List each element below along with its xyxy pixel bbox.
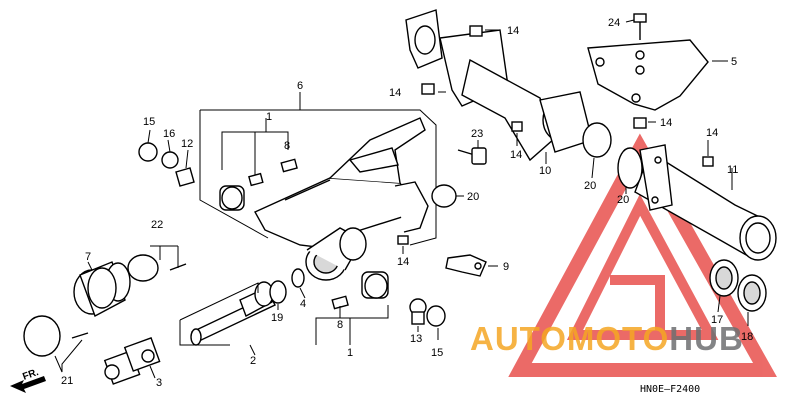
label-part-22: 22	[151, 219, 163, 231]
label-part-19: 19	[271, 312, 283, 324]
label-part-14-arm: 14	[397, 256, 409, 268]
swing-arm-group	[199, 92, 437, 345]
label-part-14-housing: 14	[389, 87, 401, 99]
label-part-17: 17	[711, 314, 723, 326]
diagram-code: HN0E—F2400	[640, 384, 700, 395]
label-part-20-arm: 20	[467, 191, 479, 203]
label-part-11: 11	[727, 164, 738, 176]
label-part-16: 16	[163, 128, 175, 140]
label-part-7: 7	[85, 251, 91, 263]
label-part-4: 4	[300, 298, 306, 310]
label-part-1-lower: 1	[347, 347, 353, 359]
label-part-6: 6	[297, 80, 303, 92]
label-part-23: 23	[471, 128, 483, 140]
label-part-10: 10	[539, 165, 551, 177]
watermark-text: AUTOMOTOHUB	[470, 320, 744, 357]
label-part-21: 21	[61, 375, 73, 387]
label-part-20-right: 20	[617, 194, 629, 206]
watermark-text-hub: HUB	[669, 320, 744, 357]
label-part-18: 18	[741, 331, 753, 343]
label-part-14-bracket: 14	[660, 117, 672, 129]
label-part-9: 9	[503, 261, 509, 273]
bracket-5	[587, 13, 728, 129]
label-part-1-upper: 1	[266, 111, 272, 123]
watermark-text-automoto: AUTOMOTO	[470, 320, 669, 357]
label-part-12: 12	[181, 138, 193, 150]
label-part-2: 2	[250, 355, 256, 367]
label-part-15-lower: 15	[431, 347, 443, 359]
label-part-24: 24	[608, 17, 620, 29]
front-direction-label: FR.	[21, 367, 40, 383]
label-part-20-housing: 20	[584, 180, 596, 192]
label-part-3: 3	[156, 377, 162, 389]
label-part-15-upper: 15	[143, 116, 155, 128]
label-part-5: 5	[731, 56, 737, 68]
label-part-14-top: 14	[507, 25, 519, 37]
label-part-14-right: 14	[706, 127, 718, 139]
part-number-labels: 1 1 2 3 4 5 6 7 8 8 9 10 11 12 13 14 14 …	[61, 17, 753, 389]
hardware-left	[138, 129, 498, 340]
axle-housing-group	[405, 9, 612, 179]
label-part-8-upper: 8	[284, 140, 290, 152]
label-part-13: 13	[410, 333, 422, 345]
label-part-8-lower: 8	[337, 319, 343, 331]
right-housing-group	[617, 140, 777, 326]
watermark-logo	[508, 133, 777, 377]
drive-shaft-group	[10, 245, 276, 393]
label-part-14-mid: 14	[510, 149, 522, 161]
